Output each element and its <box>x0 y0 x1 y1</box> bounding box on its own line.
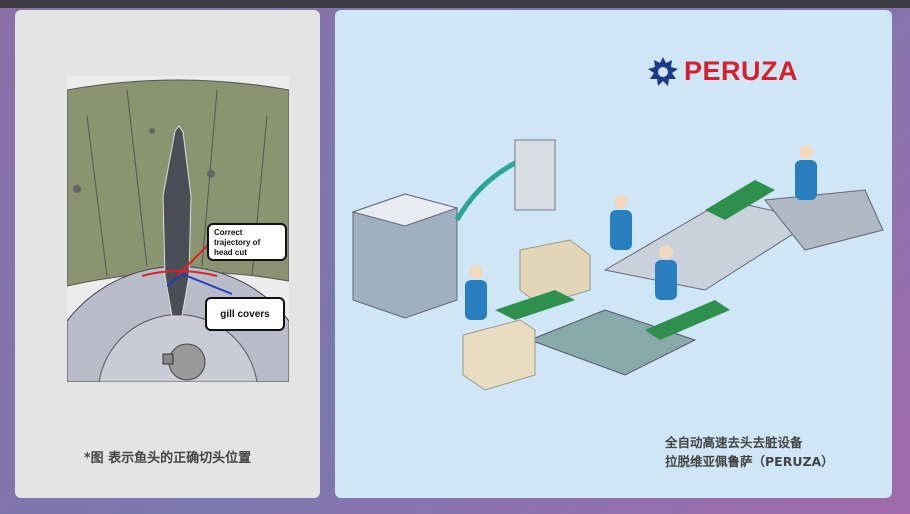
right-caption: 全自动高速去头去脏设备 拉脱维亚佩鲁萨（PERUZA） <box>665 433 834 471</box>
right-panel: PERUZA 全自动高速去头去脏设备 拉脱维亚佩鲁萨（PERUZA） <box>335 10 892 498</box>
head-cut-diagram: Correct trajectory of head cut gill cove… <box>67 76 289 382</box>
top-bar <box>0 0 910 8</box>
caption-line-2: 拉脱维亚佩鲁萨（PERUZA） <box>665 454 834 469</box>
peruza-logo: PERUZA <box>648 56 798 87</box>
caption-line-1: 全自动高速去头去脏设备 <box>665 435 803 450</box>
left-caption: *图 表示鱼头的正确切头位置 <box>83 451 252 466</box>
left-panel: Correct trajectory of head cut gill cove… <box>15 10 320 498</box>
gill-covers-callout: gill covers <box>205 297 285 331</box>
logo-text: PERUZA <box>684 56 799 86</box>
trajectory-callout: Correct trajectory of head cut <box>207 223 287 261</box>
peruza-sun-icon <box>648 56 678 86</box>
head-cut-diagram-illustration <box>67 79 289 382</box>
processing-line-illustration <box>351 139 884 391</box>
